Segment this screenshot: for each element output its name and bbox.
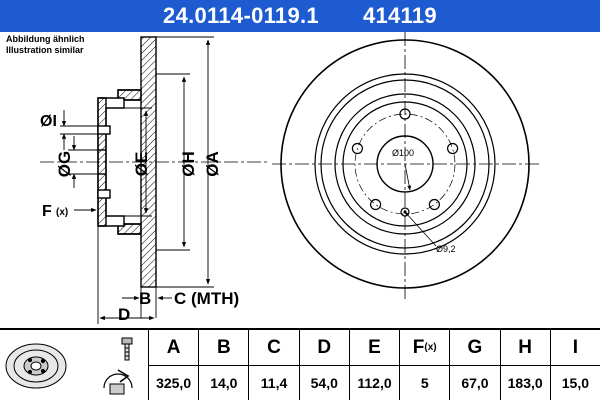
value-e: 112,0 (348, 366, 399, 400)
note-line-de: Abbildung ähnlich (6, 34, 85, 44)
col-head-a: A (148, 330, 199, 366)
hat-wall-hatch (97, 97, 107, 227)
label-h: ØH (179, 151, 198, 177)
note-line-en: Illustration similar (6, 45, 84, 55)
disc-outer-circle (280, 39, 530, 289)
label-e: ØE (132, 152, 151, 177)
article-number: 414119 (362, 3, 437, 28)
value-h: 183,0 (499, 366, 550, 400)
col-head-c: C (248, 330, 299, 366)
value-c: 11,4 (248, 366, 298, 400)
friction-ring (140, 36, 157, 288)
pitch-circle (354, 113, 456, 215)
col-head-g: G (449, 330, 500, 366)
value-f: 5 (399, 366, 449, 400)
label-f: F (42, 203, 52, 220)
value-g: 67,0 (449, 366, 499, 400)
bolt-holes (351, 108, 459, 211)
part-number: 24.0114-0119.1 (163, 3, 319, 28)
label-i: ØI (40, 113, 57, 130)
label-c: C (MTH) (174, 289, 239, 308)
col-head-d: D (298, 330, 349, 366)
spec-grid: A B C D E F(x) G H I 325,0 14,0 11,4 54,… (148, 330, 600, 400)
label-a: ØA (203, 151, 222, 177)
illustration-note: Abbildung ähnlich Illustration similar (6, 34, 85, 56)
dimension-lines (60, 36, 214, 324)
hole-label: Ø9,2 (436, 244, 456, 254)
value-a: 325,0 (148, 366, 198, 400)
col-head-h: H (499, 330, 550, 366)
value-i: 15,0 (549, 366, 600, 400)
side-section-view (40, 36, 268, 288)
product-thumbnail-icon (5, 337, 133, 395)
col-head-b: B (198, 330, 249, 366)
bolt-hole-upper (97, 125, 111, 135)
technical-drawing: ØA ØH ØE ØG ØI F (x) B C (MTH) D (40, 32, 540, 324)
disc-inner-circle (314, 73, 496, 255)
value-b: 14,0 (198, 366, 248, 400)
hat-top-hatch (117, 89, 142, 101)
label-d: D (118, 305, 130, 324)
label-g: ØG (55, 151, 74, 177)
center-bore (376, 135, 434, 193)
bolt-hole-lower (97, 189, 111, 199)
label-f-sub: (x) (56, 207, 68, 218)
spec-table: A B C D E F(x) G H I 325,0 14,0 11,4 54,… (0, 328, 600, 400)
col-head-i: I (549, 330, 600, 366)
col-head-f: F(x) (399, 330, 450, 366)
hat-circle (334, 93, 476, 235)
pcd-label: Ø100 (392, 148, 414, 158)
hat-bottom-hatch (117, 223, 142, 235)
label-b: B (139, 289, 151, 308)
header-bar: 24.0114-0119.1 414119 (0, 0, 600, 32)
front-view (272, 32, 540, 302)
value-d: 54,0 (298, 366, 349, 400)
col-head-e: E (348, 330, 400, 366)
